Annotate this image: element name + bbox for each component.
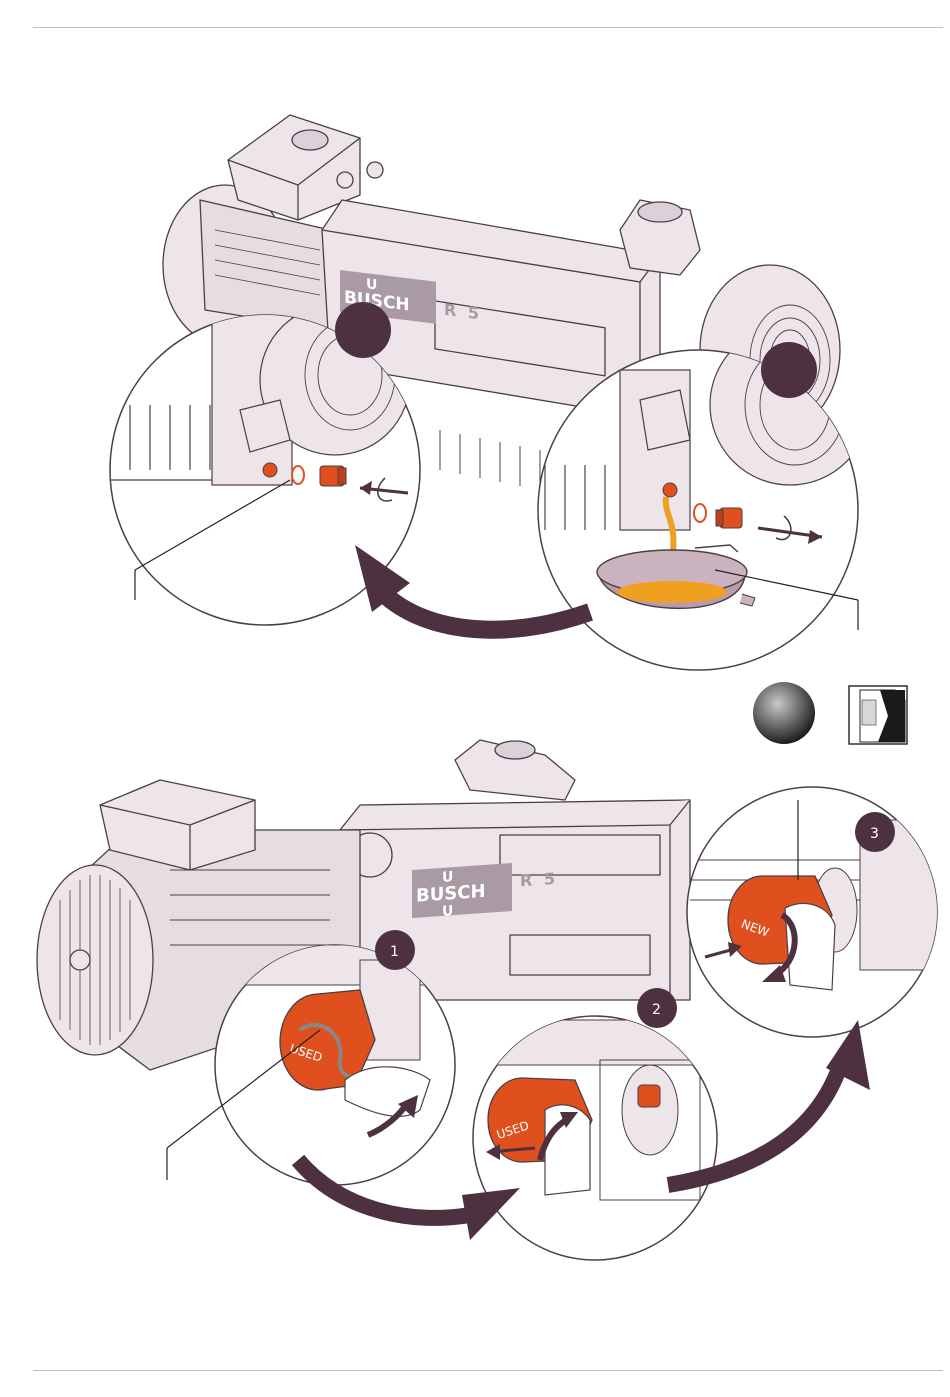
bottom-motor-fan-cover [37, 865, 153, 1055]
step-marker-top-left [335, 302, 391, 358]
left-drain-port [263, 463, 277, 477]
left-drain-plug [320, 466, 346, 486]
step-1-number: 1 [390, 944, 399, 960]
manual-book-icon [849, 686, 907, 744]
oil-drop-icon [753, 682, 815, 744]
step-2-number: 2 [652, 1002, 661, 1018]
right-drain-port [663, 483, 677, 497]
step-marker-top-right [761, 342, 817, 398]
brand-model: R 5 [520, 869, 558, 891]
detail-circle-step-3: NEW 3 [687, 787, 950, 1037]
brand-mark-bottom: U [442, 903, 453, 920]
detail-circle-step-2: USED 2 [470, 988, 717, 1260]
right-drain-plug [716, 508, 742, 528]
filter-nipple [638, 1085, 660, 1107]
step-3-number: 3 [870, 826, 879, 842]
